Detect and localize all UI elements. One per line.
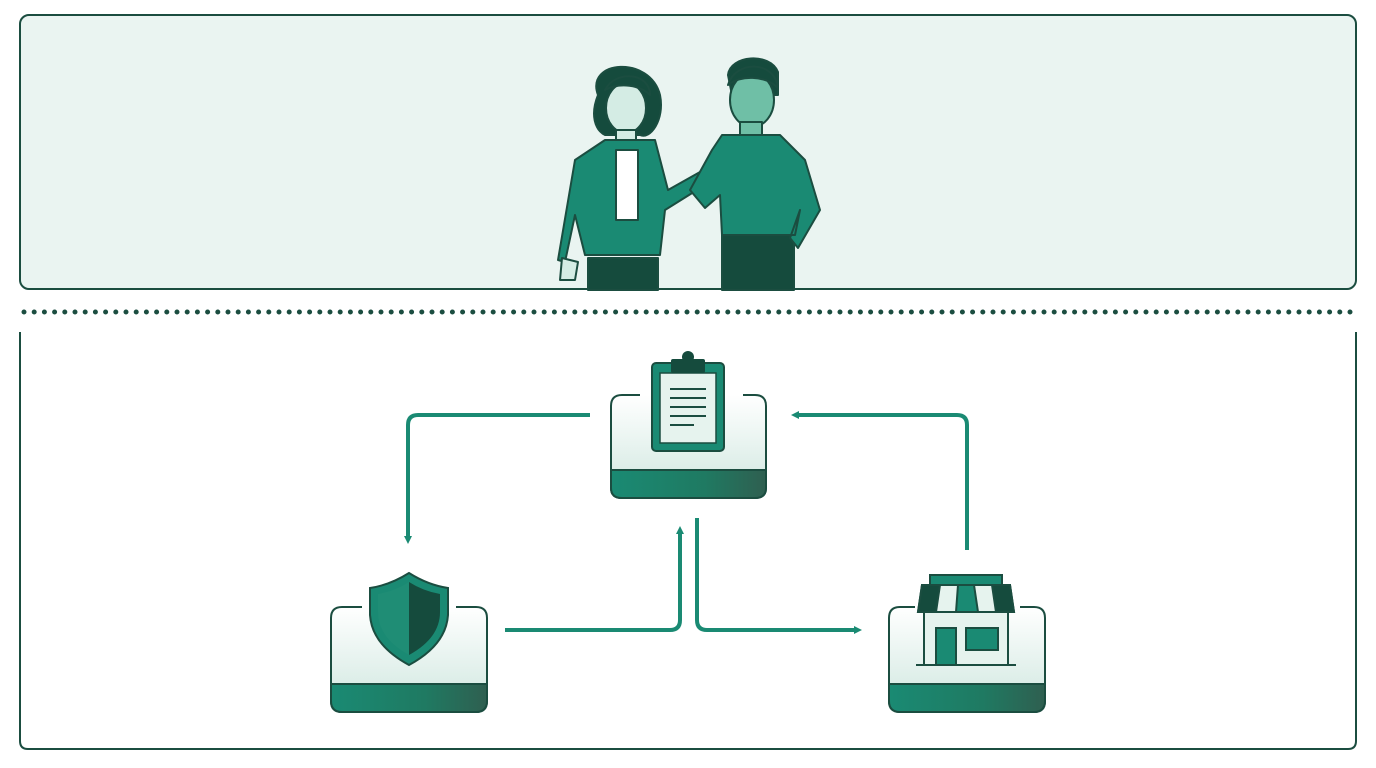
clipboard-icon <box>651 351 725 452</box>
top-panel <box>19 14 1357 290</box>
storefront-icon <box>916 574 1016 666</box>
arrow-store-to-clipboard <box>791 411 969 550</box>
colleagues-illustration <box>557 57 821 291</box>
arrow-clipboard-to-store <box>695 518 862 634</box>
flow-arrows <box>404 411 969 634</box>
man-figure <box>689 57 821 291</box>
shield-node <box>330 571 488 713</box>
woman-figure <box>557 65 706 291</box>
shield-icon <box>369 571 449 667</box>
bottom-panel <box>19 332 1357 750</box>
arrow-shield-to-clipboard <box>505 526 684 632</box>
clipboard-node <box>610 351 767 499</box>
arrow-clipboard-to-shield <box>404 413 590 544</box>
store-node <box>888 574 1046 713</box>
